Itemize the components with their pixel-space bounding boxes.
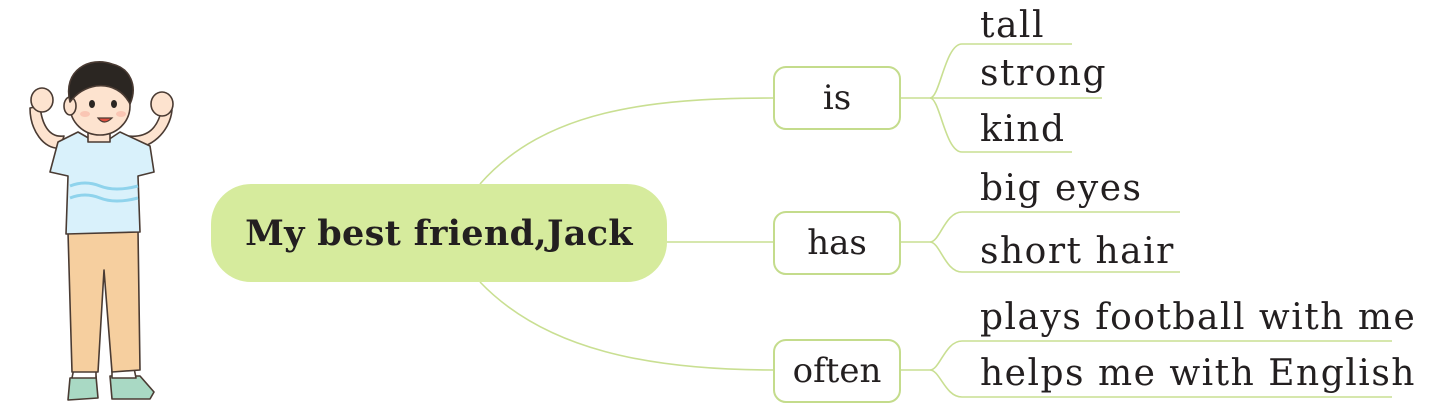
branch-node-has: has: [773, 211, 901, 275]
connector-has-short-hair: [929, 241, 1180, 273]
branch-label: often: [792, 351, 882, 391]
connector-root-is: [479, 97, 774, 185]
connector-is-kind: [929, 97, 1072, 153]
branch-node-often: often: [773, 339, 901, 403]
leaf-short-hair: short hair: [980, 231, 1175, 272]
central-topic-node: My best friend,Jack: [211, 184, 667, 282]
connector-root-often: [479, 281, 774, 371]
leaf-big-eyes: big eyes: [980, 168, 1143, 209]
branch-label: has: [807, 223, 867, 263]
leaf-helps-english: helps me with English: [980, 353, 1416, 394]
leaf-tall: tall: [980, 5, 1045, 46]
leaf-kind: kind: [980, 109, 1066, 150]
leaf-plays-football: plays football with me: [980, 297, 1417, 338]
branch-label: is: [822, 78, 852, 118]
boy-illustration: [29, 61, 174, 401]
connector-often-english: [929, 369, 1392, 398]
leaf-strong: strong: [980, 53, 1108, 94]
branch-node-is: is: [773, 66, 901, 130]
central-topic-label: My best friend,Jack: [245, 212, 633, 254]
